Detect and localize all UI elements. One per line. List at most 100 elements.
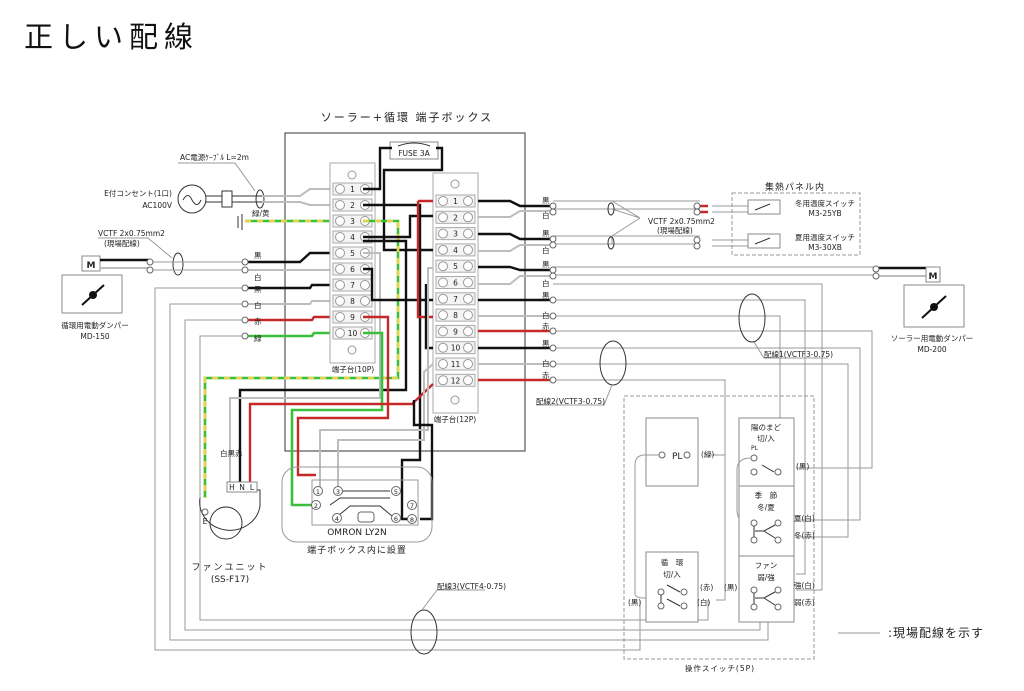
season-summer-wire: 夏(白)	[794, 513, 815, 523]
damper-icon	[930, 303, 938, 311]
terminal-box	[284, 132, 526, 452]
screw-icon	[463, 293, 473, 304]
screw-icon	[438, 342, 448, 353]
relay-pin: 8	[407, 514, 417, 524]
fan-earth: E	[203, 517, 208, 526]
cable-3-label: 配線3(VCTF4-0.75)	[437, 581, 506, 591]
summer-switch-label: 夏用温度スイッチ	[795, 232, 855, 242]
terminal-5: 5	[332, 246, 373, 260]
screw-icon	[463, 212, 473, 223]
ac-outlet	[177, 162, 265, 214]
window-switch[interactable]	[736, 417, 795, 524]
terminal-number: 12	[451, 376, 461, 385]
wire-label: 白	[254, 300, 262, 310]
relay-pin-number: 8	[410, 516, 414, 524]
screw-icon	[463, 261, 473, 272]
relay-pin-number: 7	[410, 502, 414, 510]
screw-icon	[438, 326, 448, 337]
terminal-9: 9	[332, 310, 373, 324]
relay-note: 端子ボックス内に設置	[307, 544, 407, 556]
legend-text: :現場配線を示す	[888, 625, 984, 640]
season-switch-title: 季 節	[755, 490, 778, 500]
wire-label: 黒	[542, 260, 550, 269]
terminal-number: 1	[350, 185, 355, 194]
circulation-damper: M	[61, 255, 123, 314]
season-switch-state: 冬/夏	[757, 502, 775, 512]
wire-label: 白	[254, 272, 262, 282]
terminal-9: 9	[435, 324, 476, 338]
fan-speed-in-wire: (黒)	[724, 583, 737, 592]
cable-2-label: 配線2(VCTF3-0.75)	[536, 396, 605, 406]
panel-box	[731, 192, 861, 256]
terminal-2: 2	[435, 210, 476, 224]
wire-label: 白	[542, 245, 550, 255]
circulation-damper-model: MD-150	[80, 332, 109, 341]
pl-label: PL	[672, 452, 682, 462]
screw-icon	[438, 277, 448, 288]
terminal-number: 9	[350, 313, 355, 322]
solar-damper: M	[872, 265, 965, 328]
screw-icon	[335, 296, 345, 306]
pl-indicator	[634, 417, 699, 599]
circulation-switch[interactable]	[645, 551, 699, 623]
screw-icon	[438, 244, 448, 255]
screw-icon	[438, 228, 448, 239]
fan-model: (SS-F17)	[211, 575, 249, 585]
circulation-switch-title: 循 環	[661, 557, 684, 567]
relay-pin-number: 3	[336, 488, 340, 496]
right-wires	[478, 199, 553, 382]
terminal-4: 4	[435, 243, 476, 257]
relay-pin-number: 6	[394, 515, 398, 523]
circulation-damper-name: 循環用電動ダンパー	[61, 320, 129, 330]
terminal-box-title: ソーラー+循環 端子ボックス	[321, 111, 493, 124]
panel-vctf-label: VCTF 2x0.75mm2	[648, 217, 715, 226]
terminal-12: 12	[435, 373, 476, 387]
fan-terminal-n: N	[239, 483, 245, 492]
screw-icon	[463, 342, 473, 353]
relay-pin: 1	[313, 486, 323, 496]
page-title: 正しい配線	[24, 20, 200, 54]
screw-icon	[438, 359, 448, 369]
terminal-number: 2	[350, 201, 355, 210]
relay-pin-number: 4	[335, 515, 339, 523]
relay-model: OMRON LY2N	[327, 528, 387, 538]
terminal-10: 10	[332, 326, 373, 340]
screw-icon	[463, 196, 473, 206]
terminal-6: 6	[435, 276, 476, 289]
fuse-label: FUSE 3A	[398, 149, 430, 158]
relay-pin: 5	[391, 486, 401, 496]
screw-icon	[335, 216, 345, 226]
left-vctf-label: VCTF 2x0.75mm2	[98, 229, 165, 238]
relay-pin: 7	[407, 500, 417, 510]
terminal-number: 1	[453, 197, 458, 206]
terminal-8: 8	[332, 294, 373, 308]
terminal-3: 3	[332, 214, 373, 228]
screw-icon	[438, 293, 448, 304]
terminal-number: 3	[453, 230, 458, 239]
wire-label: 黒	[254, 285, 262, 294]
screw-icon	[335, 264, 345, 274]
terminal-number: 2	[453, 213, 458, 222]
fan-speed-switch[interactable]	[738, 555, 795, 623]
wire-label: 白	[542, 358, 550, 368]
wire-label: 白	[542, 310, 550, 320]
relay-pin: 6	[391, 513, 401, 523]
wire-label: 赤	[254, 317, 262, 326]
window-wire: (黒)	[796, 462, 809, 471]
screw-icon	[335, 232, 345, 242]
screw-icon	[335, 200, 345, 210]
terminal-number: 7	[350, 281, 355, 290]
motor-label: M	[87, 261, 96, 271]
season-winter-wire: 冬(赤)	[794, 530, 815, 540]
winter-switch	[747, 199, 781, 215]
left-vctf-note: (現場配線)	[104, 238, 140, 248]
terminal-number: 7	[453, 295, 458, 304]
terminal-10: 10	[435, 341, 476, 355]
switch-panel-title: 操作スイッチ(5P)	[685, 663, 755, 673]
season-switch[interactable]	[738, 485, 795, 557]
terminal-1: 1	[435, 194, 476, 208]
wire-label: 赤	[542, 322, 550, 331]
pl-wire: (緑)	[701, 449, 714, 459]
